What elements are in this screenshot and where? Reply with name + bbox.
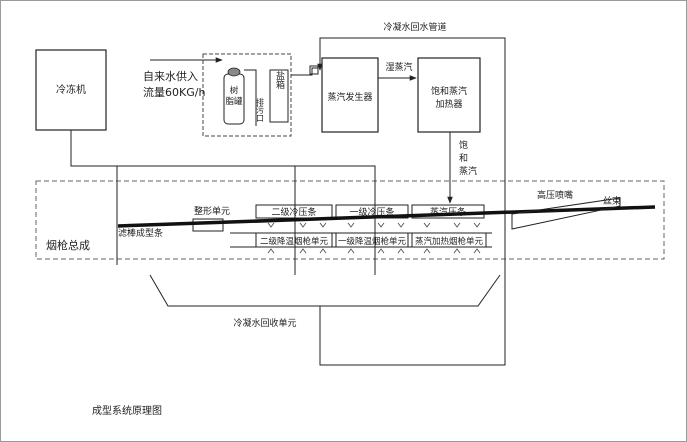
saturated-steam-label: 饱 和 蒸汽	[459, 139, 477, 177]
cooling-gun-1-box	[335, 232, 409, 248]
chiller-supply-pipe	[70, 130, 376, 275]
high-pressure-nozzle-label: 高压喷嘴	[537, 189, 573, 201]
cooling-gun-2-box	[255, 232, 333, 248]
saturated-heater-label: 饱和蒸汽	[431, 85, 467, 97]
cooling-gun-2-label: 二级降温烟枪单元	[260, 236, 329, 247]
chiller-label: 冷冻机	[56, 83, 86, 96]
resin-tank-top	[227, 67, 241, 77]
inlet-fitting	[309, 65, 319, 75]
saturated-heater-label-2: 加热器	[435, 98, 462, 110]
high-pressure-nozzle-shape	[511, 197, 621, 230]
cold-press-2-label: 二级冷压条	[271, 206, 316, 218]
resin-tank-label-2: 脂罐	[225, 96, 243, 107]
tap-water-line2: 流量60KG/h	[143, 85, 205, 99]
softened-water-pipe	[291, 67, 318, 76]
drain-pipe	[244, 69, 257, 126]
condensate-recovery-label: 冷凝水回收单元	[233, 317, 296, 329]
cold-press-2-box	[255, 204, 333, 219]
tap-water-line1: 自来水供入	[143, 69, 198, 83]
saturated-heater-box	[417, 57, 481, 133]
gun-assembly-label: 烟枪总成	[46, 238, 90, 252]
condensate-return-label: 冷凝水回水管道	[383, 21, 446, 33]
wet-steam-label: 湿蒸汽	[385, 61, 412, 73]
cooling-gun-1-label: 一级降温烟枪单元	[338, 236, 407, 247]
diagram-caption: 成型系统原理图	[92, 404, 162, 417]
salt-box-label: 盐箱	[274, 70, 285, 90]
jet-marks	[267, 222, 481, 254]
steam-generator-label: 蒸汽发生器	[327, 91, 372, 103]
condensate-return-pipe	[317, 37, 506, 275]
steam-heating-gun-label: 蒸汽加热烟枪单元	[415, 236, 484, 247]
tow-rod	[117, 205, 656, 228]
tow-label: 丝束	[603, 195, 621, 207]
gun-assembly-region	[35, 180, 665, 260]
salt-box	[269, 69, 289, 123]
steam-generator-box	[321, 57, 379, 133]
condensate-recovery-funnel	[149, 274, 501, 307]
shaping-unit-label: 整形单元	[194, 205, 230, 217]
drain-outlet-label: 排污口	[256, 97, 265, 122]
steam-heating-gun-box	[411, 232, 487, 248]
filter-rod-forming-label: 滤棒成型条	[118, 227, 163, 239]
water-treatment-box	[202, 53, 292, 137]
resin-tank-label: 树	[230, 85, 239, 96]
condensate-recovery-pipe	[319, 275, 506, 366]
